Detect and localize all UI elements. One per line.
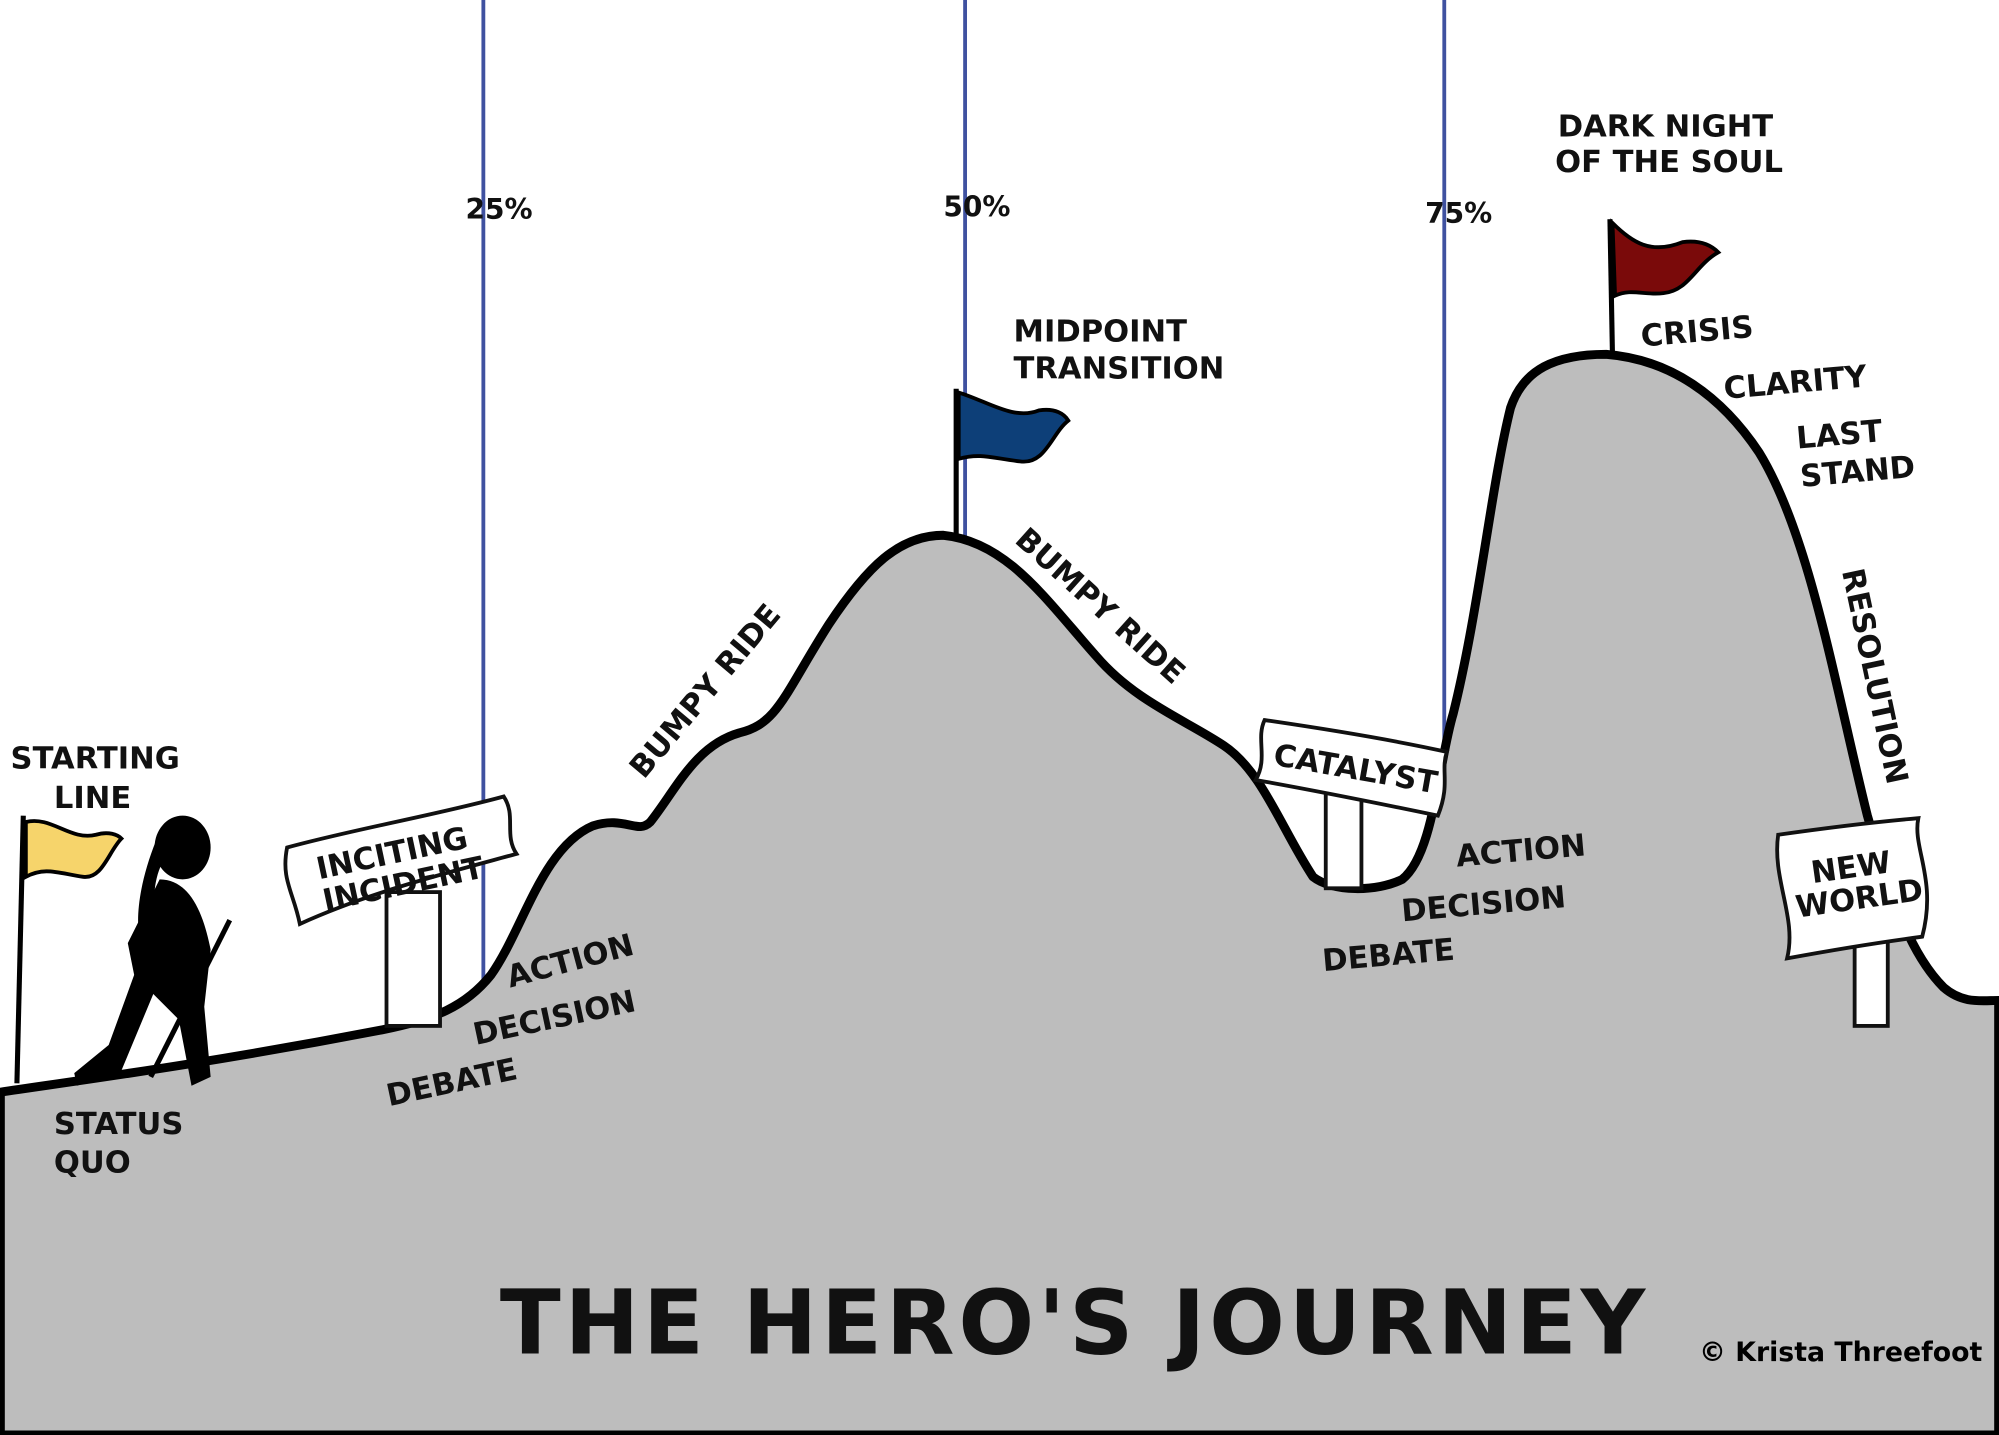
catalyst-sign: CATALYST: [1252, 717, 1450, 891]
status-quo-label-1: STATUS: [54, 1107, 184, 1142]
diagram-title: THE HERO'S JOURNEY: [500, 1271, 1649, 1375]
crisis-flag: [1607, 218, 1722, 357]
dark-night-label-1: DARK NIGHT: [1558, 109, 1774, 144]
marker-25-label: 25%: [466, 193, 533, 226]
status-quo-label-2: QUO: [54, 1145, 131, 1180]
crisis-label: CRISIS: [1639, 310, 1754, 355]
last-stand-label-2: STAND: [1799, 450, 1917, 495]
dark-night-label-2: OF THE SOUL: [1555, 145, 1783, 180]
midpoint-flag: [953, 388, 1071, 536]
starting-flag: [14, 815, 125, 1084]
credit-text: © Krista Threefoot: [1699, 1337, 1982, 1368]
marker-75-label: 75%: [1425, 197, 1492, 230]
starting-line-label-1: STARTING: [11, 741, 180, 776]
midpoint-label-2: TRANSITION: [1014, 352, 1225, 387]
mountain-terrain: [0, 349, 1999, 1435]
last-stand-label-1: LAST: [1795, 414, 1884, 456]
clarity-label: CLARITY: [1722, 359, 1869, 406]
new-world-sign: NEW WORLD: [1775, 816, 1930, 1028]
starting-line-label-2: LINE: [54, 781, 131, 816]
midpoint-label-1: MIDPOINT: [1014, 315, 1188, 350]
marker-50-label: 50%: [943, 191, 1010, 224]
hiker-icon: [74, 815, 233, 1086]
